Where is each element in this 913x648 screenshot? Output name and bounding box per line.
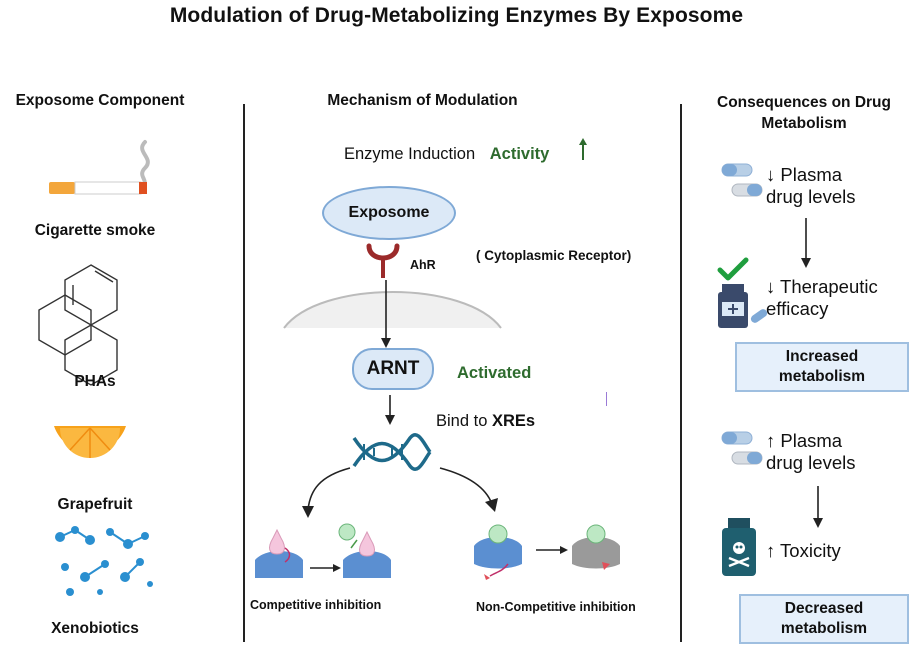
- toxicity-text: ↑ Toxicity: [766, 540, 841, 561]
- plasma-down-line2: drug levels: [766, 186, 856, 207]
- therapeutic-text: ↓ Therapeutic efficacy: [766, 276, 878, 320]
- induction-text: Enzyme Induction: [344, 145, 476, 163]
- exposome-label: Exposome: [348, 204, 430, 221]
- component-label-grapefruit: Grapefruit: [57, 496, 133, 513]
- ahr-label: AhR: [410, 258, 436, 272]
- polycyclic-molecule-icon: [38, 264, 118, 386]
- bind-xres-label: Bind to XREs: [436, 412, 535, 431]
- arrow-to-therapeutic: [801, 218, 811, 268]
- arrow-up-icon: [579, 138, 587, 160]
- plasma-down-line1: ↓ Plasma: [766, 164, 843, 185]
- column-header-mechanism: Mechanism of Modulation: [327, 92, 518, 109]
- divider-left: [243, 104, 245, 642]
- therapeutic-line1: ↓ Therapeutic: [766, 276, 878, 297]
- exposome-node: Exposome: [322, 186, 456, 240]
- column-header-consequences-line2: Metabolism: [761, 115, 847, 132]
- orange-slice-icon: [54, 426, 126, 458]
- increased-metabolism-box: Increased metabolism: [735, 342, 909, 392]
- capsules-icon: [721, 163, 763, 197]
- plasma-up-text: ↑ Plasma drug levels: [766, 430, 855, 474]
- capsules-icon-2: [721, 431, 763, 465]
- activated-label: Activated: [457, 364, 532, 382]
- branch-arrows: [302, 467, 498, 518]
- column-header-consequences-line1: Consequences on Drug: [717, 94, 891, 111]
- plasma-up-line1: ↑ Plasma: [766, 430, 843, 451]
- arrow-to-dna: [385, 395, 395, 425]
- divider-right: [680, 104, 682, 642]
- medicine-bottle-check-icon: [717, 257, 768, 328]
- noncompetitive-inhibition-diagram: [474, 524, 620, 580]
- decreased-metabolism-box: Decreased metabolism: [739, 594, 909, 644]
- column-header-consequences: Consequences on Drug Metabolism: [695, 92, 913, 134]
- therapeutic-line2: efficacy: [766, 298, 829, 319]
- arrow-to-toxicity: [813, 486, 823, 528]
- increased-line2: metabolism: [778, 368, 866, 385]
- dna-helix-icon: [352, 433, 432, 471]
- component-label-phas: PHAs: [74, 373, 116, 390]
- arrow-to-arnt: [381, 280, 391, 348]
- molecules-cluster-icon: [55, 526, 153, 596]
- cigarette-icon: [49, 140, 150, 195]
- competitive-inhibition-diagram: [255, 523, 391, 578]
- plasma-up-line2: drug levels: [766, 452, 856, 473]
- noncompetitive-inhibition-label: Non-Competitive inhibition: [476, 600, 636, 614]
- page-title: Modulation of Drug-Metabolizing Enzymes …: [169, 4, 744, 27]
- increased-line1: Increased: [785, 348, 859, 365]
- component-label-xenobiotics: Xenobiotics: [51, 620, 139, 637]
- cytoplasmic-receptor-label: ( Cytoplasmic Receptor): [476, 248, 632, 263]
- decreased-line2: metabolism: [780, 620, 868, 637]
- plasma-down-text: ↓ Plasma drug levels: [766, 164, 855, 208]
- bind-xres: XREs: [491, 412, 536, 430]
- arnt-label: ARNT: [366, 358, 420, 379]
- decreased-line1: Decreased: [784, 600, 864, 617]
- bind-prefix: Bind to: [436, 412, 492, 430]
- cell-membrane: [283, 291, 502, 329]
- competitive-inhibition-label: Competitive inhibition: [250, 598, 382, 612]
- activity-label: Activity: [489, 145, 550, 163]
- stray-mark: [606, 392, 607, 406]
- arnt-node: ARNT: [352, 348, 434, 390]
- poison-bottle-icon: [722, 518, 756, 576]
- column-header-components: Exposome Component: [15, 92, 185, 109]
- ahr-receptor-icon: [366, 243, 400, 278]
- enzyme-induction-label: Enzyme Induction Activity: [344, 145, 549, 164]
- component-label-cigarette: Cigarette smoke: [34, 222, 156, 239]
